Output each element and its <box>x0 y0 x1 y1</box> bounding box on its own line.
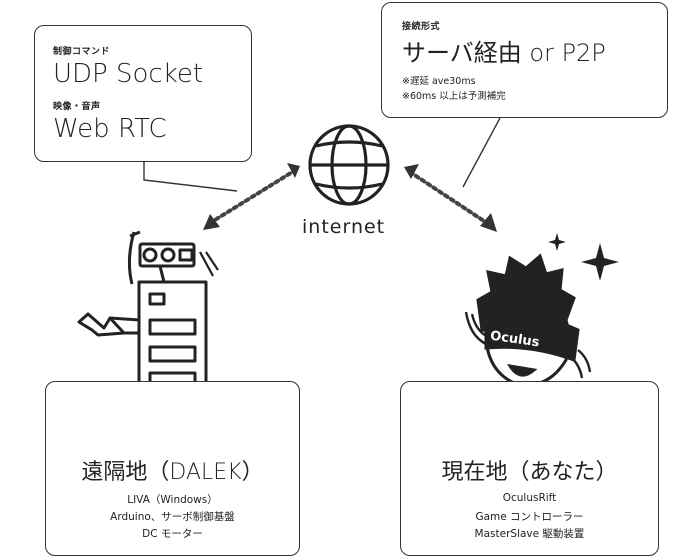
local-site-line: OculusRift <box>502 492 557 504</box>
headset-brand-text: Oculus <box>489 329 540 351</box>
left-dotted-arrow <box>203 163 300 230</box>
sparkle-icon <box>581 243 619 281</box>
local-site-line: Game コントローラー <box>475 511 584 523</box>
remote-site-line: LIVA（Windows） <box>127 494 218 506</box>
control-command-protocol: UDP Socket <box>53 59 204 89</box>
internet-label: internet <box>302 216 386 238</box>
globe-icon <box>308 124 390 206</box>
connection-type-box: 接続形式 サーバ経由 or P2P ※遅延 ave30ms ※60ms 以上は予… <box>381 2 668 118</box>
local-site-box: 現在地（あなた） OculusRift Game コントローラー MasterS… <box>400 381 659 556</box>
person-headset-illustration <box>464 253 592 387</box>
remote-site-line: DC モーター <box>142 528 203 540</box>
control-protocol-box: 制御コマンド UDP Socket 映像・音声 Web RTC <box>34 25 252 162</box>
connection-type-text: サーバ経由 or P2P <box>402 39 606 67</box>
video-audio-label: 映像・音声 <box>53 102 101 112</box>
prediction-note: ※60ms 以上は予測補完 <box>402 91 506 102</box>
connection-type-label: 接続形式 <box>402 22 441 32</box>
remote-site-title: 遠隔地（DALEK） <box>81 460 264 485</box>
local-site-title: 現在地（あなた） <box>441 460 618 485</box>
local-site-line: MasterSlave 駆動装置 <box>474 528 585 540</box>
remote-site-box: 遠隔地（DALEK） LIVA（Windows） Arduino、サーボ制御基盤… <box>45 381 300 556</box>
remote-site-line: Arduino、サーボ制御基盤 <box>110 511 235 523</box>
control-command-label: 制御コマンド <box>53 47 111 57</box>
sparkle-icon <box>548 233 566 251</box>
right-dotted-arrow <box>404 164 497 232</box>
connection-box-leader-line <box>462 117 501 188</box>
control-box-leader-line <box>143 162 238 192</box>
video-audio-protocol: Web RTC <box>53 114 167 144</box>
latency-note: ※遅延 ave30ms <box>402 76 476 87</box>
